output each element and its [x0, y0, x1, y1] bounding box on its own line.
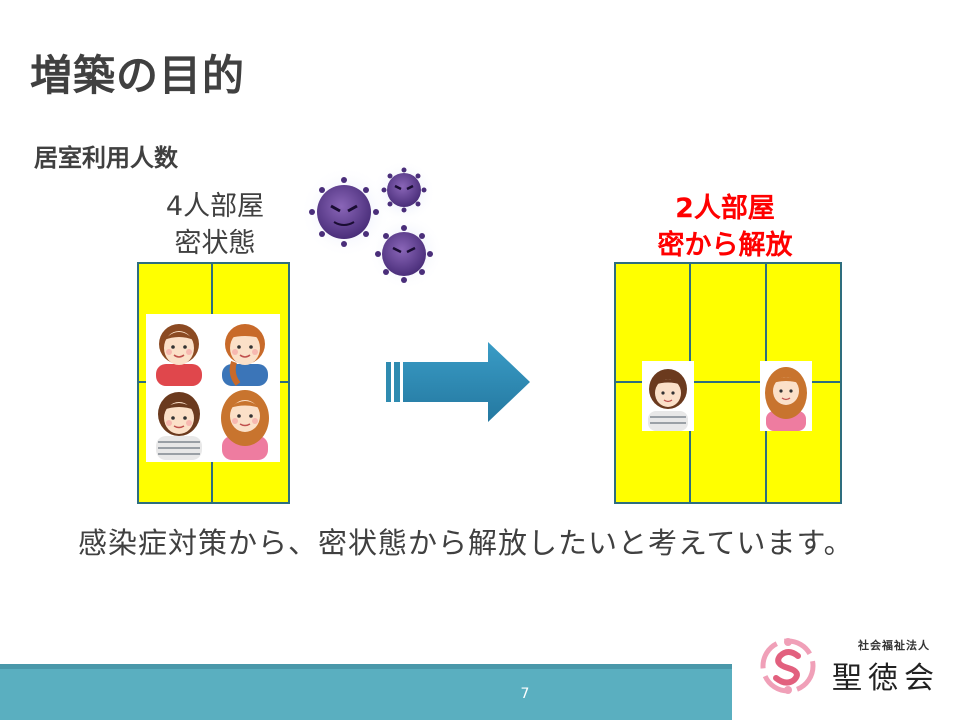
slide-title: 増築の目的 — [30, 51, 246, 100]
caption-text: 感染症対策から、密状態から解放したいと考えています。 — [78, 526, 854, 560]
right-arrow-icon — [386, 342, 530, 422]
person-icon — [156, 324, 269, 460]
right-room-label-line2: 密から解放 — [657, 230, 793, 261]
left-room-label: 4人部屋 密状態 — [140, 188, 290, 262]
person-icon — [765, 367, 807, 431]
four-residents-image — [146, 314, 280, 462]
virus-illustration — [298, 160, 458, 290]
section-subtitle: 居室利用人数 — [34, 144, 178, 172]
resident-image-1 — [642, 361, 694, 431]
logo-organization-type: 社会福祉法人 — [858, 639, 930, 652]
right-room-label-line1: 2人部屋 — [675, 193, 775, 224]
left-room-label-line1: 4人部屋 — [165, 191, 265, 222]
left-room-label-line2: 密状態 — [174, 228, 256, 259]
footer-accent-line — [0, 664, 960, 669]
logo-organization-name: 聖徳会 — [832, 661, 940, 696]
resident-image-2 — [760, 361, 812, 431]
transition-arrow — [386, 340, 531, 424]
page-number: 7 — [520, 686, 530, 702]
right-room-label: 2人部屋 密から解放 — [630, 190, 820, 264]
logo-area — [732, 620, 960, 720]
person-icon — [648, 369, 688, 431]
virus-icon — [300, 160, 444, 290]
logo-mark-icon — [760, 638, 816, 694]
logo-mark — [758, 636, 818, 696]
room-divider-horizontal — [614, 381, 842, 383]
